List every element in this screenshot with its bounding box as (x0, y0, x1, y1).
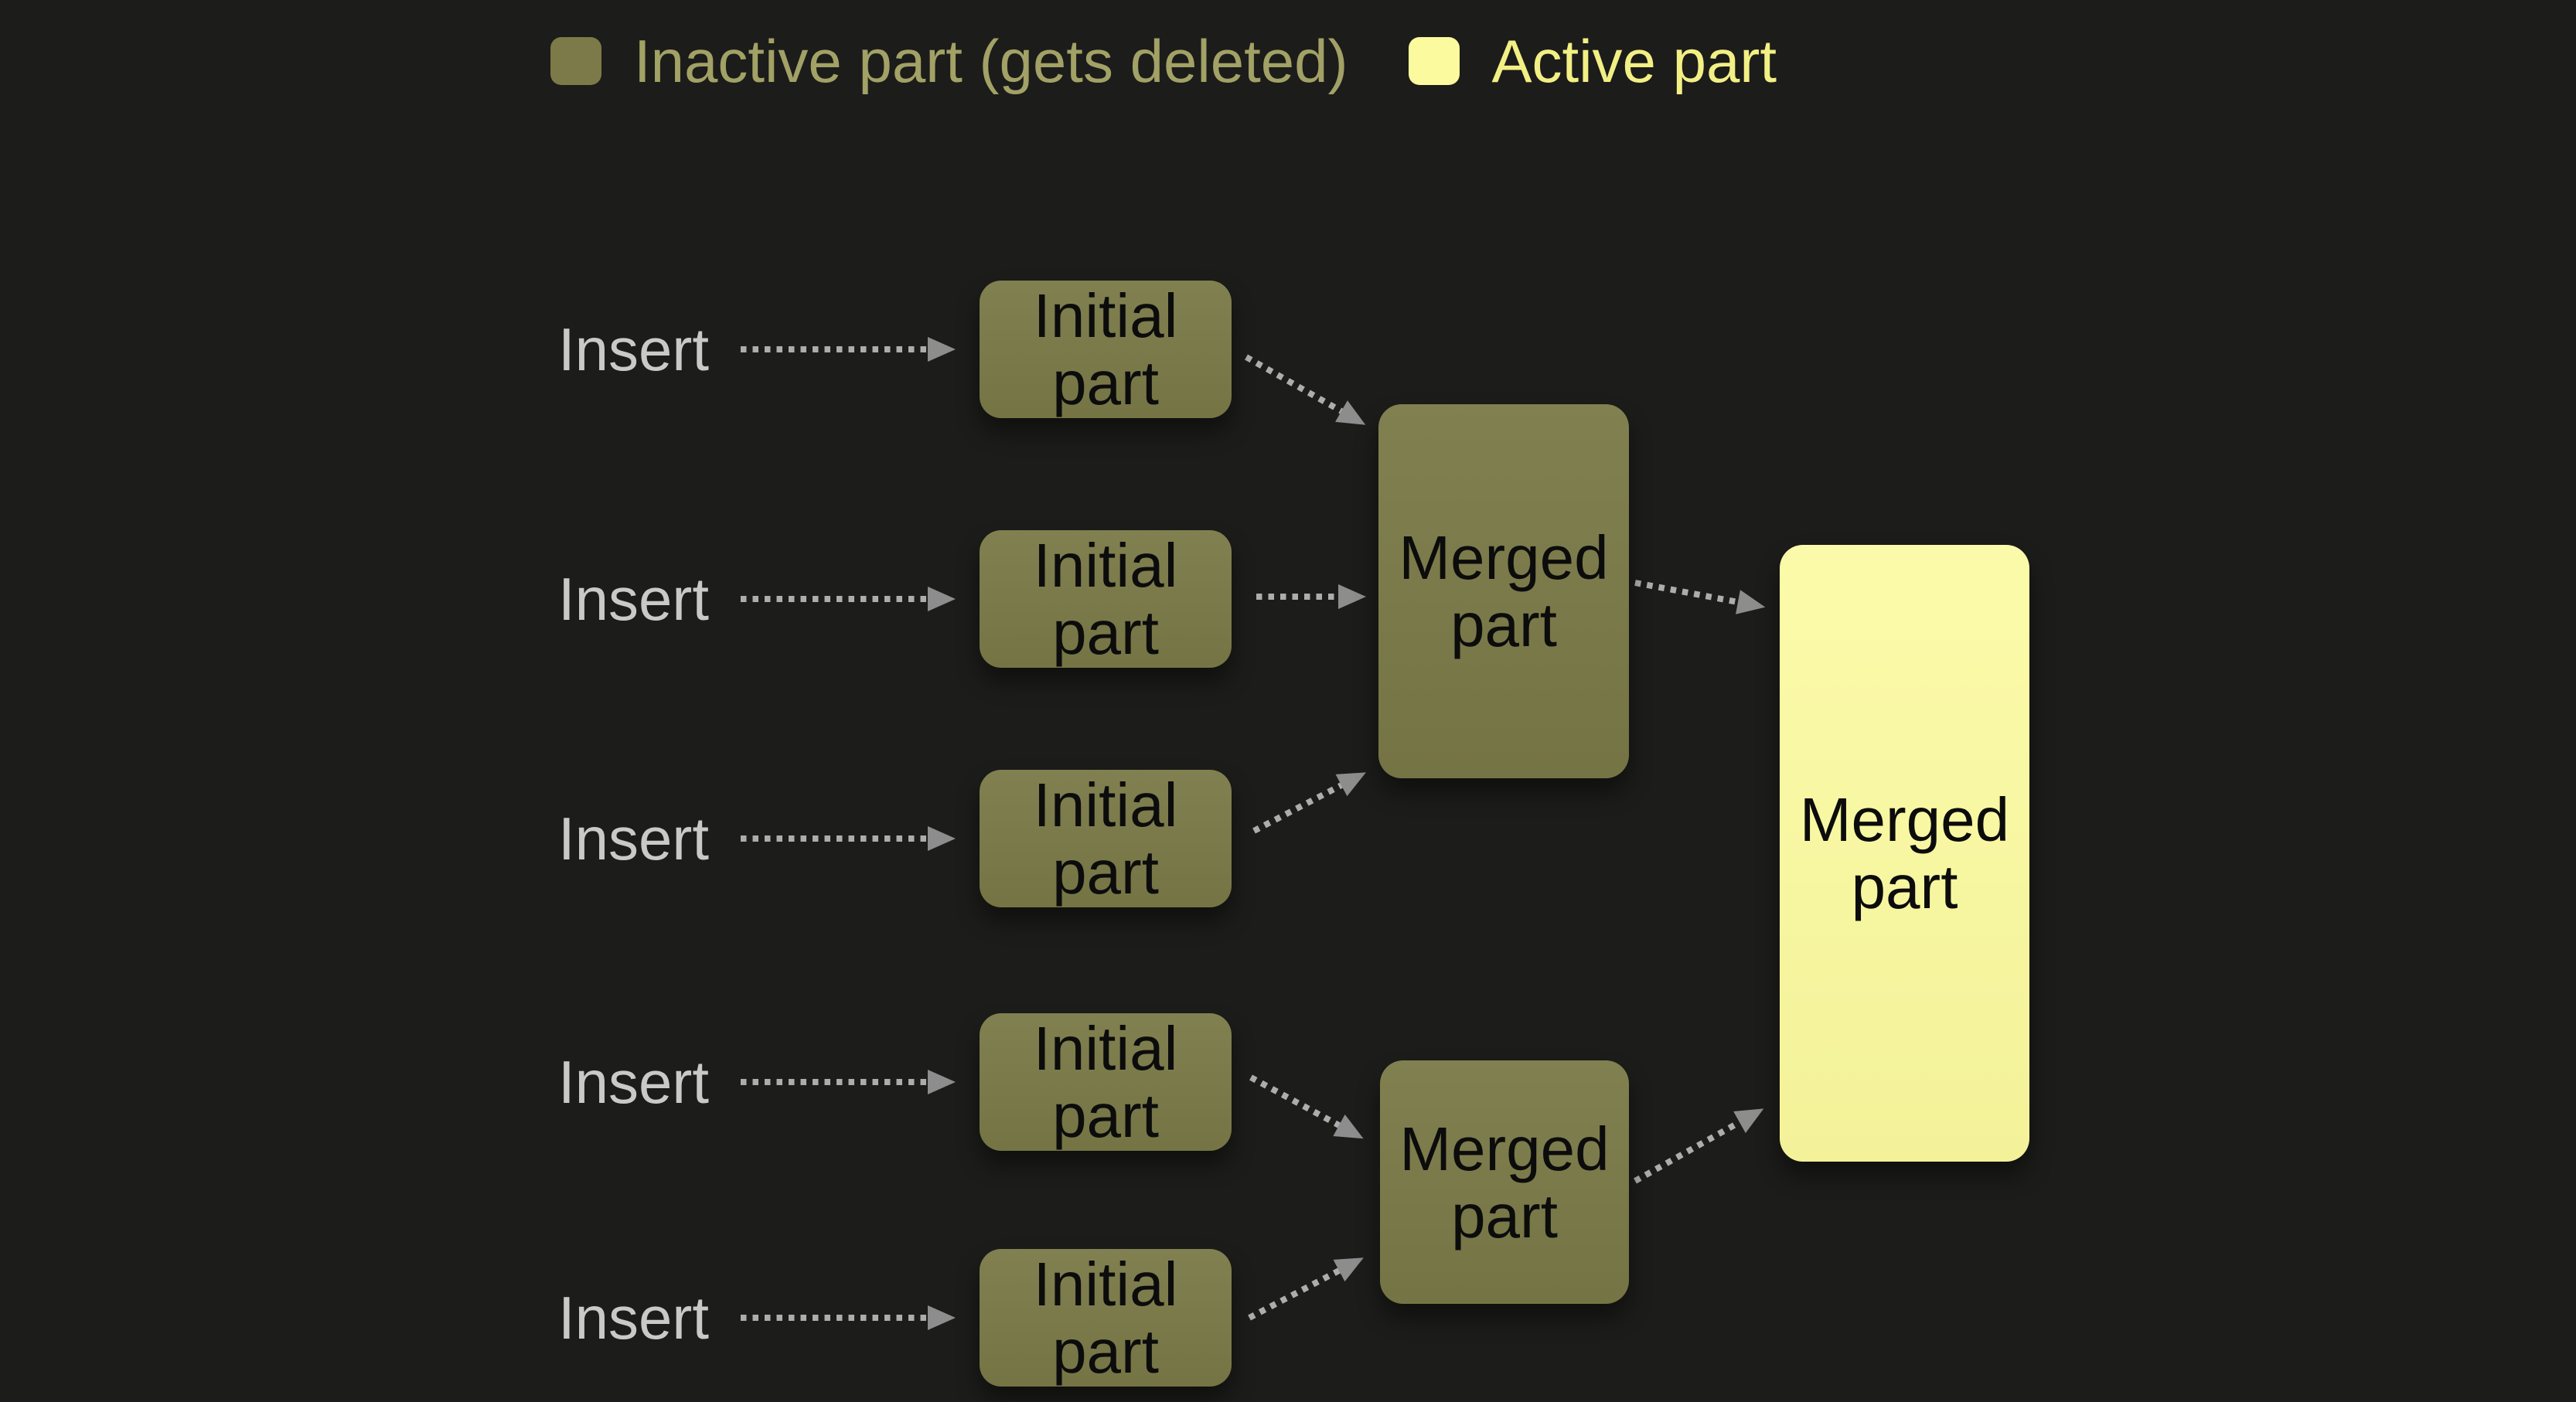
initial-part-label: Initial part (1033, 531, 1178, 667)
insert-label-2: Insert (558, 565, 710, 633)
legend: Inactive part (gets deleted) Active part (550, 28, 1777, 94)
initial-part-box-1: Initial part (980, 281, 1232, 418)
initial-part-label: Initial part (1033, 1014, 1178, 1150)
insert-label-3: Insert (558, 805, 710, 873)
merged-part-box-active: Merged part (1780, 545, 2029, 1162)
arrow-initial3-to-merged1 (1252, 772, 1366, 834)
merged-part-box-top: Merged part (1378, 404, 1629, 778)
legend-item-inactive: Inactive part (gets deleted) (550, 28, 1348, 94)
arrow-initial5-to-merged2 (1248, 1257, 1364, 1321)
initial-part-box-5: Initial part (980, 1249, 1232, 1387)
initial-part-label: Initial part (1033, 281, 1178, 417)
arrow-initial1-to-merged1 (1245, 354, 1366, 425)
merged-part-label: Merged part (1399, 1114, 1610, 1251)
initial-part-box-3: Initial part (980, 770, 1232, 907)
inactive-part-swatch (550, 37, 601, 85)
arrow-initial4-to-merged2 (1249, 1074, 1364, 1139)
insert-label-1: Insert (558, 315, 710, 383)
insert-label-4: Insert (558, 1048, 710, 1116)
initial-part-box-4: Initial part (980, 1013, 1232, 1151)
initial-part-box-2: Initial part (980, 530, 1232, 668)
arrow-merged2-to-active (1634, 1108, 1764, 1184)
arrow-merged1-to-active (1634, 580, 1766, 614)
insert-label-5: Insert (558, 1284, 710, 1352)
active-part-swatch (1408, 37, 1460, 85)
merged-part-box-bottom: Merged part (1380, 1060, 1629, 1304)
legend-item-active: Active part (1408, 27, 1777, 95)
merged-part-label: Merged part (1799, 785, 2010, 921)
initial-part-label: Initial part (1033, 771, 1178, 907)
initial-part-label: Initial part (1033, 1250, 1178, 1386)
legend-label-active: Active part (1491, 27, 1777, 95)
legend-label-inactive: Inactive part (gets deleted) (634, 27, 1348, 95)
merged-part-label: Merged part (1399, 523, 1609, 659)
